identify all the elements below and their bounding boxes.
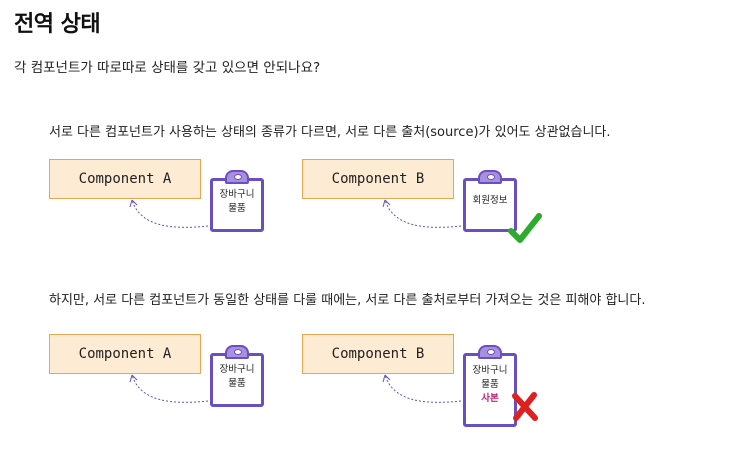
clipboard-copy-label: 사본 (481, 393, 499, 404)
clipboard-icon: 장바구니 물품 (207, 170, 267, 234)
dashed-arrow (382, 374, 462, 403)
clipboard-line: 장바구니 (219, 364, 255, 375)
clipboard-icon: 장바구니 물품 사본 (460, 345, 520, 429)
clipboard-line: 물품 (228, 378, 246, 389)
clipboard-line: 물품 (481, 379, 499, 390)
clipboard-line: 물품 (228, 203, 246, 214)
component-a-box: Component A (49, 159, 201, 199)
clipboard-line: 회원정보 (472, 195, 508, 206)
page-subtitle: 각 컴포넌트가 따로따로 상태를 갖고 있으면 안되나요? (14, 60, 321, 76)
clipboard-icon: 장바구니 물품 (207, 345, 267, 409)
component-b-box: Component B (302, 159, 454, 199)
component-a-box: Component A (49, 334, 201, 374)
page-title: 전역 상태 (14, 12, 101, 37)
dashed-arrow (129, 374, 209, 403)
section1-text: 서로 다른 컴포넌트가 사용하는 상태의 종류가 다르면, 서로 다른 출처(s… (49, 125, 611, 140)
check-icon (508, 213, 542, 243)
clipboard-line: 장바구니 (219, 189, 255, 200)
dashed-arrow (382, 199, 462, 228)
component-b-box: Component B (302, 334, 454, 374)
x-icon (512, 392, 538, 421)
clipboard-icon: 회원정보 (460, 170, 520, 234)
dashed-arrow (129, 199, 209, 228)
section2-text: 하지만, 서로 다른 컴포넌트가 동일한 상태를 다룰 때에는, 서로 다른 출… (49, 293, 646, 308)
clipboard-line: 장바구니 (472, 365, 508, 376)
